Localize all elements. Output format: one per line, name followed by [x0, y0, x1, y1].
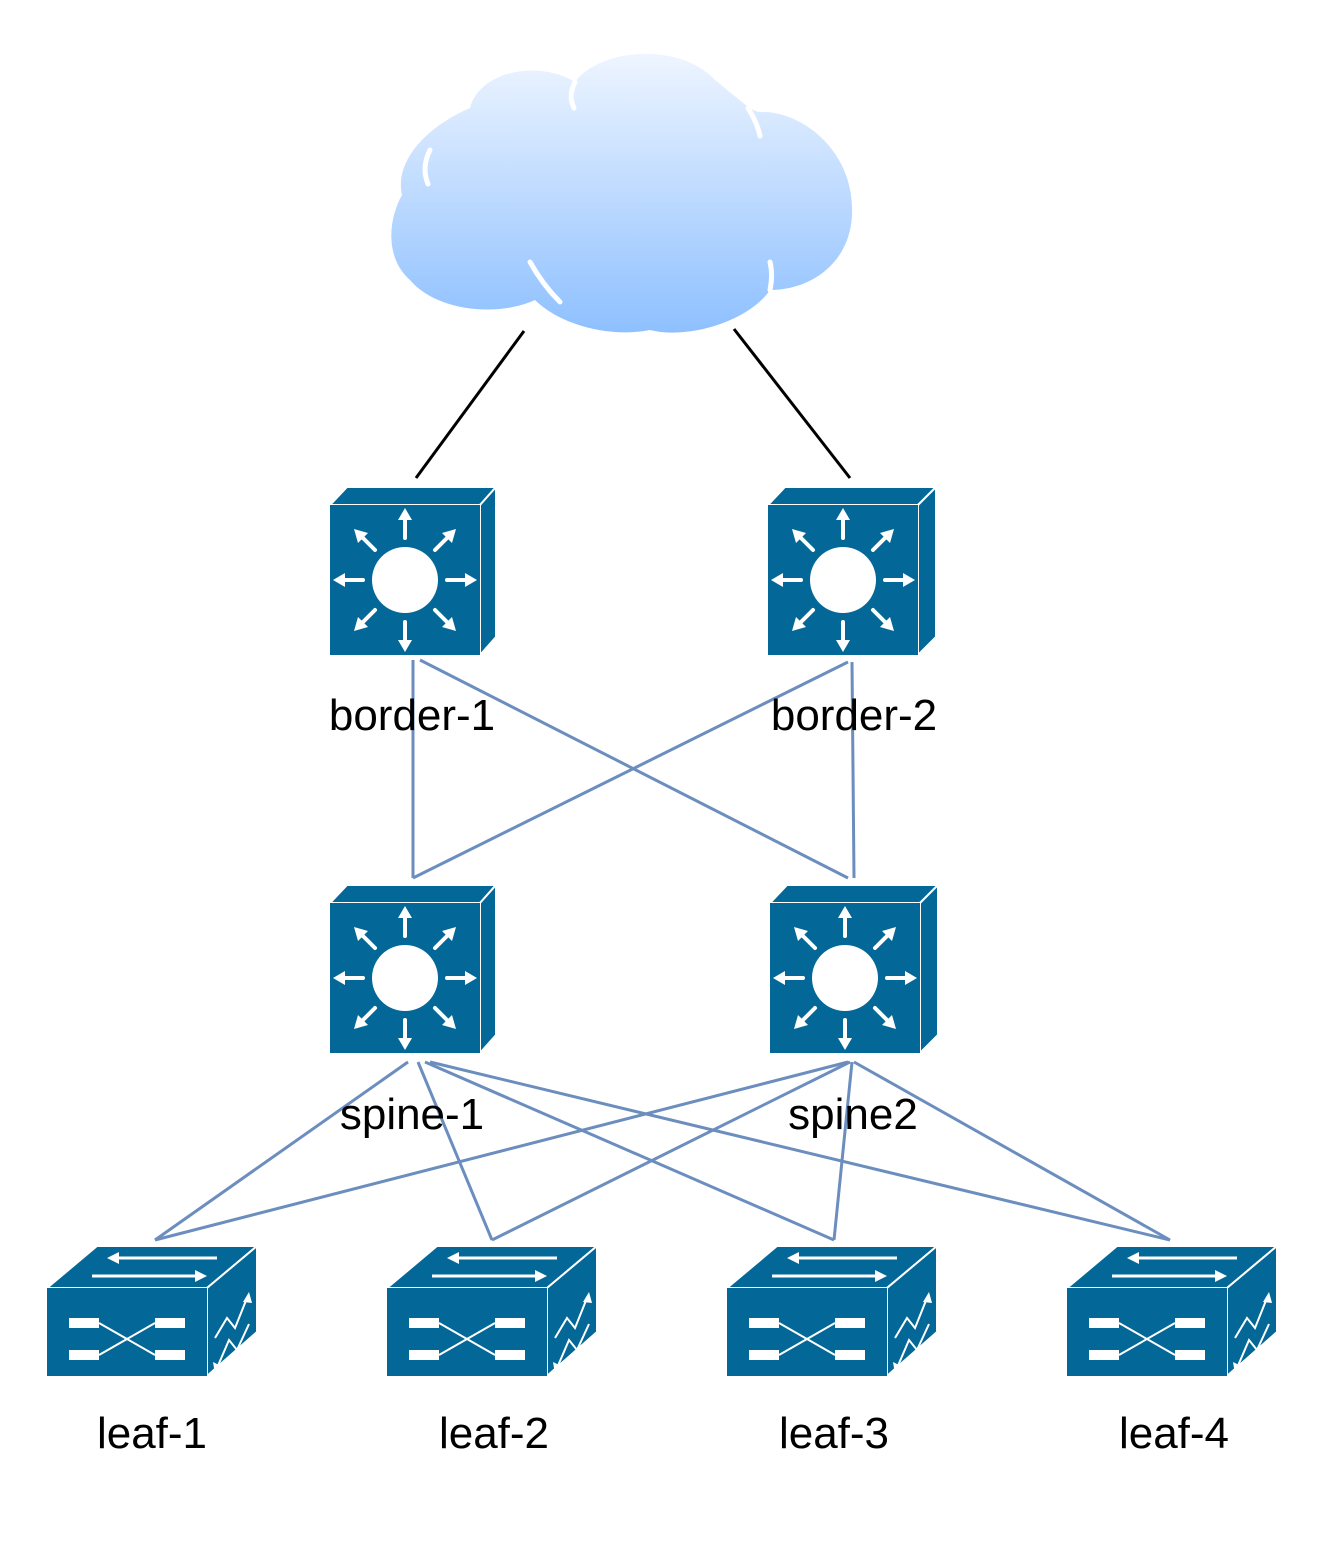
link-spine2-leaf1 [154, 1060, 849, 1242]
spine2-switch[interactable] [767, 882, 941, 1056]
link-spine1-leaf4 [429, 1060, 1171, 1242]
link-spine2-leaf4 [853, 1060, 1171, 1242]
link-cloud-border1 [414, 330, 526, 479]
link-spine1-leaf3 [424, 1060, 835, 1242]
leaf-3-label: leaf-3 [778, 1409, 890, 1458]
border-2-label: border-2 [770, 691, 938, 740]
workgroup-switch-icon [409, 1252, 592, 1374]
link-spine2-leaf3 [832, 1061, 854, 1241]
layer3-switch-icon [331, 506, 479, 654]
links-layer [154, 328, 1171, 1242]
leaf-1-switch[interactable] [44, 1243, 260, 1379]
workgroup-switch-icon [749, 1252, 932, 1374]
link-border2-spine1 [412, 660, 849, 880]
leaf-2-switch[interactable] [384, 1243, 600, 1379]
link-spine2-leaf2 [491, 1060, 851, 1242]
border-1-label: border-1 [328, 691, 496, 740]
border-2-switch[interactable] [765, 484, 939, 658]
link-spine1-leaf2 [416, 1061, 494, 1241]
link-border2-spine2 [850, 661, 856, 879]
spine2-label: spine2 [788, 1090, 918, 1139]
link-cloud-border2 [732, 328, 852, 479]
layer3-switch-icon [769, 506, 917, 654]
leaf-switches-layer [44, 1243, 1280, 1379]
leaf-4-label: leaf-4 [1118, 1409, 1230, 1458]
spine-1-switch[interactable] [327, 882, 499, 1056]
link-spine1-leaf1 [154, 1060, 409, 1242]
workgroup-switch-icon [1089, 1252, 1272, 1374]
leaf-2-label: leaf-2 [438, 1409, 550, 1458]
layer3-switch-icon [331, 904, 479, 1052]
leaf-3-switch[interactable] [724, 1243, 940, 1379]
border-1-switch[interactable] [327, 484, 499, 658]
spine-1-label: spine-1 [339, 1090, 485, 1139]
leaf-4-switch[interactable] [1064, 1243, 1280, 1379]
leaf-1-label: leaf-1 [96, 1409, 208, 1458]
cloud-icon [391, 53, 853, 333]
workgroup-switch-icon [69, 1252, 252, 1374]
layer3-switch-icon [771, 904, 919, 1052]
